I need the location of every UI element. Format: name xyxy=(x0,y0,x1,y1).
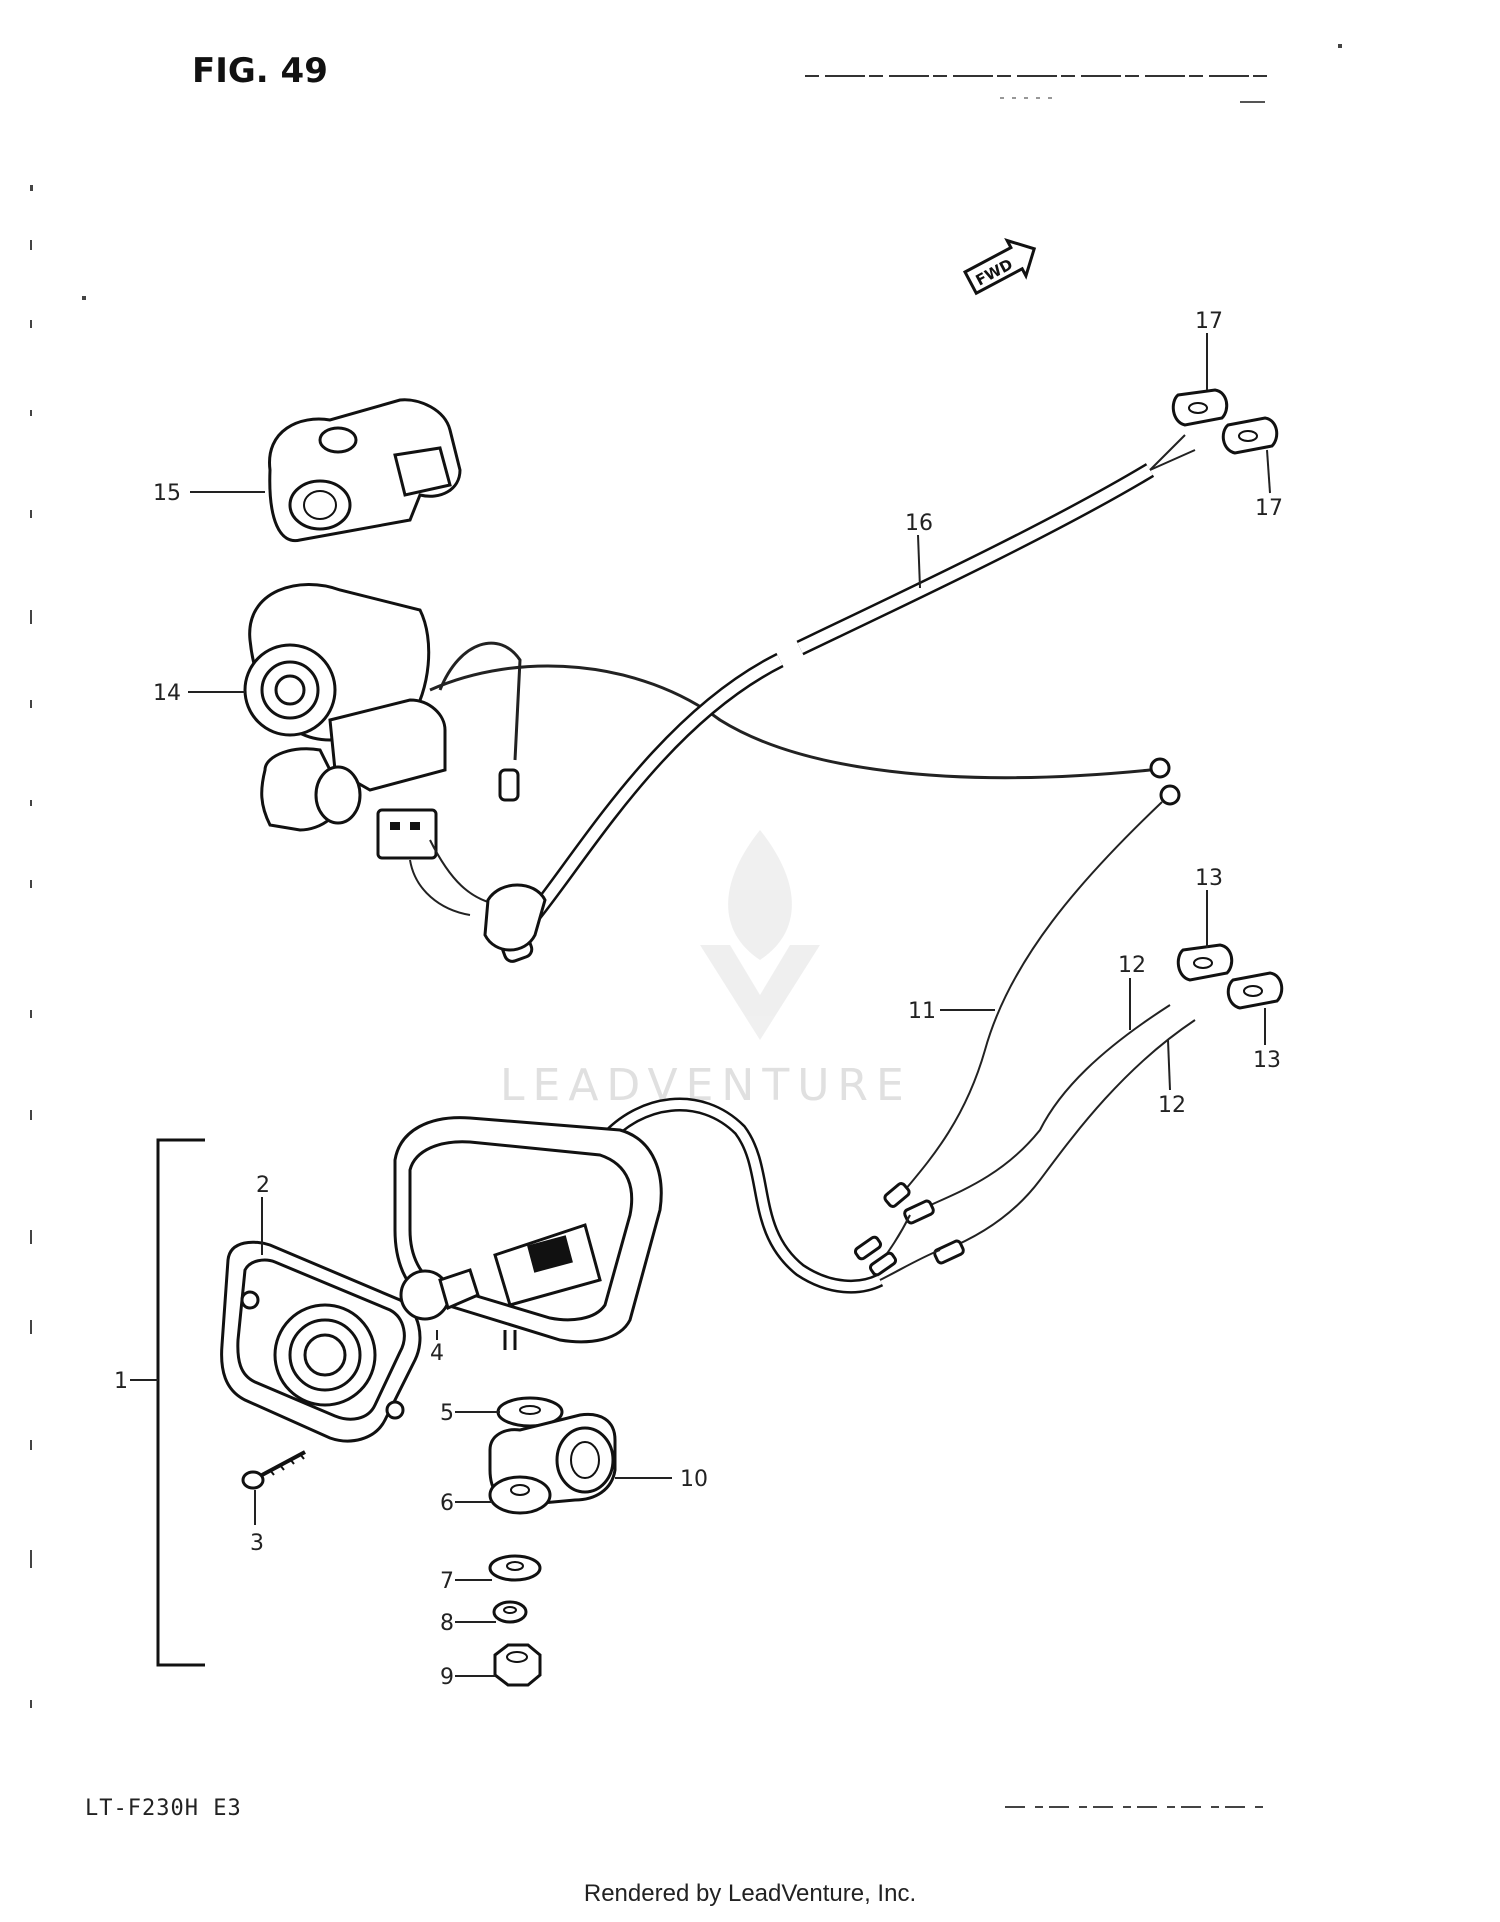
callout-7: 7 xyxy=(440,1569,454,1594)
part-14-switch-assembly xyxy=(243,582,534,963)
fwd-arrow-icon: FWD xyxy=(962,238,1037,296)
callout-15: 15 xyxy=(153,481,181,506)
part-16-cable xyxy=(483,434,1196,952)
callout-9: 9 xyxy=(440,1665,454,1690)
model-code: LT-F230H E3 xyxy=(85,1796,242,1821)
taillamp-housing xyxy=(393,1097,941,1350)
callout-17-top: 17 xyxy=(1195,309,1223,334)
part-12-leads xyxy=(903,1004,1196,1265)
part-13-couplers xyxy=(1176,943,1284,1010)
callout-3: 3 xyxy=(250,1531,264,1556)
margin-specks xyxy=(30,44,1342,1708)
callout-14: 14 xyxy=(153,681,181,706)
callout-5: 5 xyxy=(440,1401,454,1426)
part-7-washer xyxy=(488,1554,542,1582)
callout-13-top: 13 xyxy=(1195,866,1223,891)
callout-11: 11 xyxy=(908,999,936,1024)
callout-2: 2 xyxy=(256,1173,270,1198)
assembly-bracket xyxy=(130,1138,205,1667)
header-rule xyxy=(805,75,1270,103)
part-9-nut xyxy=(493,1643,542,1687)
part-14-wiring xyxy=(409,641,1171,916)
part-11-wire xyxy=(883,784,1181,1208)
part-15-handlebar-switch xyxy=(268,398,462,543)
callout-17-bottom: 17 xyxy=(1255,496,1283,521)
callout-6: 6 xyxy=(440,1491,454,1516)
callout-labels: 15 14 16 17 17 13 13 12 12 11 2 1 3 4 5 … xyxy=(114,309,1283,1690)
part-3-screw xyxy=(241,1450,306,1490)
callout-4: 4 xyxy=(430,1341,444,1366)
leader-lines xyxy=(188,333,1271,1677)
callout-1: 1 xyxy=(114,1369,128,1394)
figure-title: FIG. 49 xyxy=(192,51,328,91)
part-4-bulb xyxy=(399,1268,480,1321)
callout-12-top: 12 xyxy=(1118,953,1146,978)
part-17-couplers xyxy=(1171,388,1279,455)
callout-10: 10 xyxy=(680,1467,708,1492)
callout-12-bottom: 12 xyxy=(1158,1093,1186,1118)
watermark-logo xyxy=(700,830,820,1040)
part-8-lock-washer xyxy=(492,1600,528,1624)
part-2-lens xyxy=(220,1240,422,1443)
callout-8: 8 xyxy=(440,1611,454,1636)
footer-credit: Rendered by LeadVenture, Inc. xyxy=(583,1880,917,1907)
callout-13-bottom: 13 xyxy=(1253,1048,1281,1073)
callout-16: 16 xyxy=(905,511,933,536)
part-6-10-bracket xyxy=(488,1412,617,1515)
